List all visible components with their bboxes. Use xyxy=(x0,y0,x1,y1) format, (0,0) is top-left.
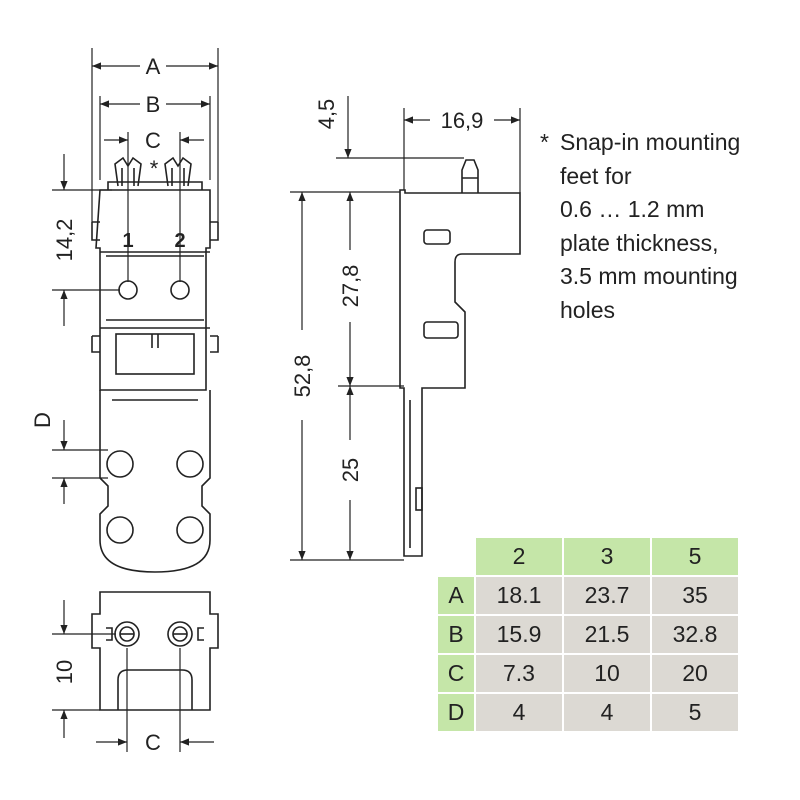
table-cell: 5 xyxy=(652,694,738,731)
note-line: Snap-in mounting xyxy=(560,129,741,155)
snap-in-note: * Snap-in mounting feet for 0.6 … 1.2 mm… xyxy=(540,126,790,327)
front-top-comb xyxy=(107,181,203,190)
table-row: B 15.9 21.5 32.8 xyxy=(438,616,738,653)
table-cell: 7.3 xyxy=(476,655,562,692)
note-star: * xyxy=(540,129,549,155)
table-row: A 18.1 23.7 35 xyxy=(438,577,738,614)
snap-foot-right xyxy=(164,156,192,187)
dimension-table: 2 3 5 A 18.1 23.7 35 B 15.9 21.5 32.8 C … xyxy=(436,536,740,733)
dim-label-b: B xyxy=(146,92,161,117)
table-header-cell: 3 xyxy=(564,538,650,575)
note-line: 0.6 … 1.2 mm xyxy=(560,196,705,222)
dim-label-25: 25 xyxy=(338,458,363,482)
mount-hole-upper-left xyxy=(106,450,134,478)
dim-label-27-8: 27,8 xyxy=(338,265,363,308)
dim-label-10: 10 xyxy=(52,660,77,684)
table-cell: 23.7 xyxy=(564,577,650,614)
table-header-cell: 5 xyxy=(652,538,738,575)
table-cell: 4 xyxy=(476,694,562,731)
dim-label-4-5: 4,5 xyxy=(314,99,339,130)
table-cell: 18.1 xyxy=(476,577,562,614)
table-cell: 15.9 xyxy=(476,616,562,653)
table-row-label: A xyxy=(438,577,474,614)
side-snap-pin xyxy=(461,159,479,193)
table-cell: 32.8 xyxy=(652,616,738,653)
mount-hole-lower-right xyxy=(176,516,204,544)
note-line: plate thickness, xyxy=(560,229,719,256)
screw-hole-2 xyxy=(170,280,190,300)
dim-label-c-bottom: C xyxy=(145,730,161,755)
table-cell: 20 xyxy=(652,655,738,692)
table-corner xyxy=(438,538,474,575)
table-row: C 7.3 10 20 xyxy=(438,655,738,692)
mount-hole-lower-left xyxy=(106,516,134,544)
screw-hole-1 xyxy=(118,280,138,300)
dim-label-d: D xyxy=(30,412,55,428)
note-line: holes xyxy=(560,296,615,323)
dim-label-16-9: 16,9 xyxy=(441,108,484,133)
mounting-plate xyxy=(99,390,211,573)
table-cell: 10 xyxy=(564,655,650,692)
mount-hole-upper-right xyxy=(176,450,204,478)
bottom-clamp-2 xyxy=(167,621,193,647)
dim-label-52-8: 52,8 xyxy=(290,355,315,398)
table-cell: 35 xyxy=(652,577,738,614)
table-row-label: B xyxy=(438,616,474,653)
dim-label-a: A xyxy=(146,54,161,79)
table-header-row: 2 3 5 xyxy=(438,538,738,575)
table-cell: 4 xyxy=(564,694,650,731)
side-profile xyxy=(399,189,521,557)
dim-label-14-2: 14,2 xyxy=(52,219,77,262)
table-row: D 4 4 5 xyxy=(438,694,738,731)
note-line: feet for xyxy=(560,162,632,189)
bottom-view xyxy=(91,591,219,711)
pin-label-2: 2 xyxy=(174,230,185,252)
front-body-outline xyxy=(91,189,219,391)
snap-marker: * xyxy=(150,156,159,181)
note-line: 3.5 mm mounting xyxy=(560,263,738,289)
pin-label-1: 1 xyxy=(122,230,133,252)
table-row-label: D xyxy=(438,694,474,731)
front-view xyxy=(91,156,219,573)
table-row-label: C xyxy=(438,655,474,692)
bottom-body-outline xyxy=(91,591,219,711)
table-header-cell: 2 xyxy=(476,538,562,575)
dim-label-c-top: C xyxy=(145,128,161,153)
side-view xyxy=(399,159,521,557)
table-cell: 21.5 xyxy=(564,616,650,653)
